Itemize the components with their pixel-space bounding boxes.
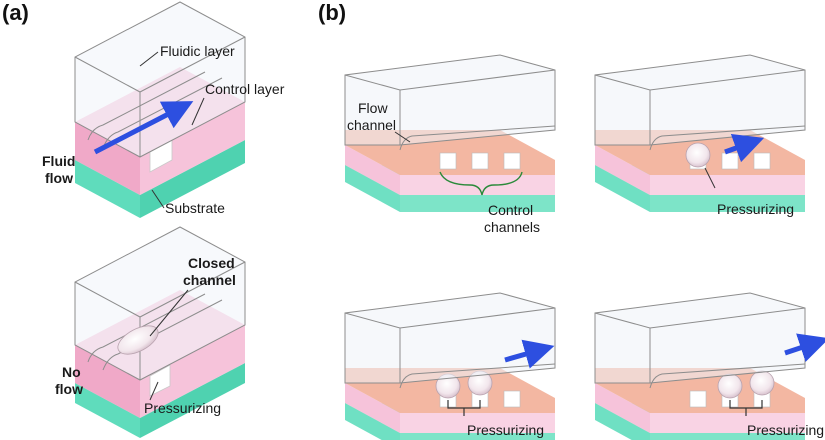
panel-label-b: (b) [318, 0, 346, 25]
substrate-side [140, 140, 245, 218]
chip-substrate-front [345, 165, 400, 212]
control-layer-top-closed [75, 290, 245, 380]
label-substrate: Substrate [165, 200, 225, 216]
chip-substrate-face [400, 195, 555, 212]
label-pressurizing-a: Pressurizing [144, 400, 221, 416]
valve-bubble-2 [717, 373, 743, 399]
substrate-front-closed [75, 383, 140, 438]
panel-b-chip-4: Pressurizing [594, 292, 825, 440]
flow-arrow-chip-4 [784, 333, 825, 362]
label-fluidic-layer: Fluidic layer [160, 43, 235, 59]
label-control-layer: Control layer [205, 81, 285, 97]
substrate-front [75, 160, 140, 218]
label-no-flow-1: No [62, 364, 81, 380]
label-closed-channel-1: Closed [188, 255, 235, 271]
flow-arrow-chip-2 [724, 133, 765, 163]
panel-b-chip-2: Pressurizing [594, 54, 806, 217]
pressurizing-bracket-3 [447, 400, 481, 416]
control-channel-1 [439, 152, 457, 170]
pressurizing-bracket-4 [729, 400, 763, 416]
label-flow-channel-2: channel [347, 117, 396, 133]
label-flow-channel-1: Flow [358, 100, 388, 116]
panel-label-a: (a) [2, 0, 29, 25]
control-layer-front [75, 122, 140, 195]
fluid-flow-arrow [93, 101, 194, 155]
chip-control-face [400, 175, 555, 195]
label-no-flow-2: flow [55, 381, 83, 397]
label-pressurizing-b2: Pressurizing [467, 422, 544, 438]
control-layer-front-closed [75, 345, 140, 418]
control-channel-2 [471, 152, 489, 170]
control-layer-side [140, 102, 245, 195]
panel-a-open-valve: Fluidic layer Control layer Fluid flow S… [42, 1, 285, 218]
control-channel-3 [503, 152, 521, 170]
panel-b-chip-3: Pressurizing [344, 292, 556, 440]
panel-a-closed-valve: Closed channel No flow Pressurizing [55, 226, 246, 438]
flow-arrow-chip-3 [504, 339, 555, 369]
label-control-channels-2: channels [484, 219, 540, 235]
control-layer-side-closed [140, 325, 245, 418]
valve-bubble-3 [749, 370, 775, 396]
control-channels-bracket [439, 171, 523, 196]
substrate-side-closed [140, 363, 245, 438]
closed-channel-bubble [117, 325, 159, 355]
label-fluid-flow-1: Fluid [42, 153, 75, 169]
label-fluid-flow-2: flow [45, 170, 73, 186]
label-pressurizing-b3: Pressurizing [747, 422, 824, 438]
valve-bubble-1 [685, 142, 711, 168]
chip-control-front [345, 145, 400, 195]
panel-b-chip-1: Flow channel Control channels [344, 54, 556, 235]
label-pressurizing-b1: Pressurizing [717, 201, 794, 217]
label-closed-channel-2: channel [183, 272, 236, 288]
label-control-channels-1: Control [488, 202, 533, 218]
